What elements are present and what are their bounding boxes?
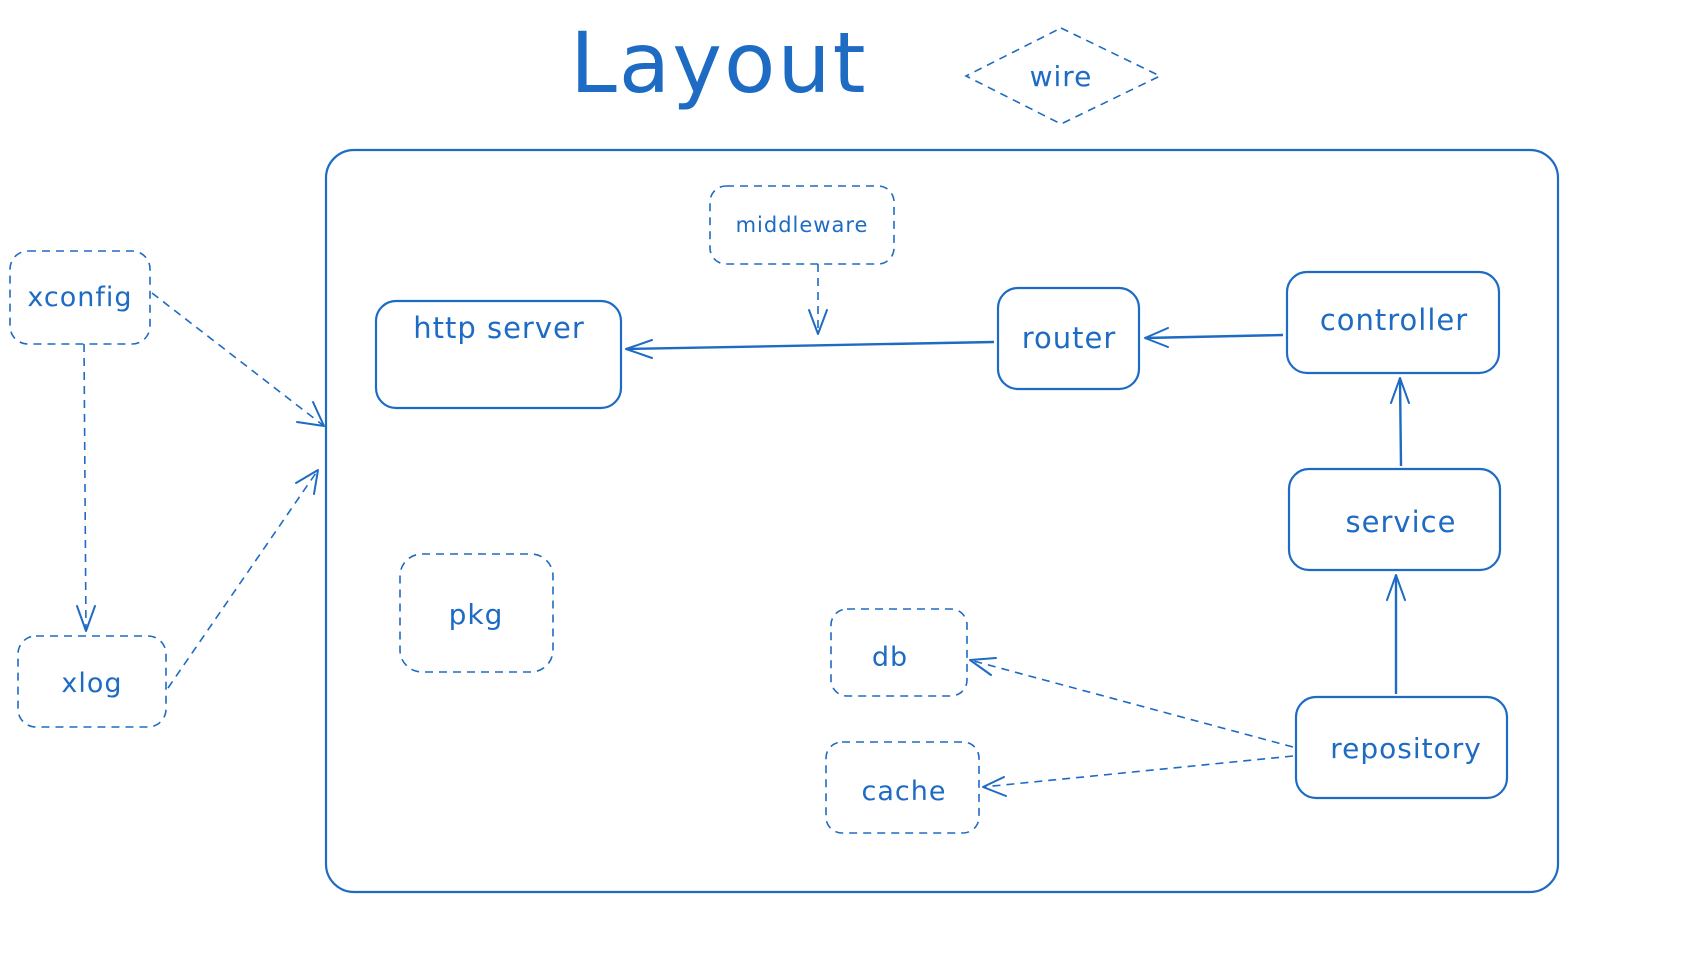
- service-node[interactable]: service: [1287, 467, 1502, 572]
- xlog-node[interactable]: xlog: [17, 635, 167, 728]
- middleware-label: middleware: [736, 213, 869, 237]
- repository-label: repository: [1330, 732, 1482, 765]
- controller-label: controller: [1320, 303, 1468, 337]
- controller-to-router-arrow: [1144, 327, 1284, 348]
- service-box: [1287, 467, 1502, 572]
- repository-box: [1294, 695, 1509, 800]
- wire-diamond-shape: [964, 27, 1162, 125]
- service-label: service: [1346, 505, 1457, 539]
- xconfig-to-xlog-arrow: [76, 343, 96, 632]
- xlog-label: xlog: [61, 668, 122, 699]
- pkg-label: pkg: [449, 598, 504, 631]
- http-server-box: [374, 299, 623, 410]
- router-box: [996, 286, 1141, 391]
- controller-node[interactable]: controller: [1285, 270, 1501, 375]
- http-server-label: http server: [413, 311, 585, 345]
- xlog-box: [17, 635, 167, 728]
- middleware-to-pipeline-arrow: [808, 264, 828, 335]
- xlog-to-container-arrow: [167, 469, 319, 689]
- repository-to-db-arrow: [969, 657, 1294, 748]
- wire-label: wire: [1030, 60, 1093, 93]
- xconfig-node[interactable]: xconfig: [9, 250, 151, 345]
- controller-box: [1285, 270, 1501, 375]
- repository-to-service-arrow: [1386, 574, 1406, 694]
- xconfig-to-container-arrow: [151, 292, 325, 427]
- middleware-node[interactable]: middleware: [709, 185, 895, 265]
- cache-label: cache: [862, 776, 947, 807]
- cache-box: [825, 741, 980, 834]
- router-node[interactable]: router: [996, 286, 1141, 391]
- repository-to-cache-arrow: [982, 755, 1294, 797]
- db-box: [830, 608, 968, 697]
- http-server-node[interactable]: http server: [374, 299, 623, 410]
- wire-node[interactable]: wire: [964, 27, 1162, 125]
- xconfig-label: xconfig: [27, 282, 132, 313]
- router-to-http-server-arrow: [625, 339, 995, 359]
- service-to-controller-arrow: [1390, 377, 1410, 467]
- xconfig-box: [9, 250, 151, 345]
- db-label: db: [872, 642, 908, 673]
- router-label: router: [1022, 321, 1117, 355]
- middleware-box: [709, 185, 895, 265]
- cache-node[interactable]: cache: [825, 741, 980, 834]
- diagram-title: Layout: [570, 14, 868, 112]
- application-container: [324, 148, 1560, 894]
- pkg-node[interactable]: pkg: [399, 553, 554, 673]
- db-node[interactable]: db: [830, 608, 968, 697]
- repository-node[interactable]: repository: [1294, 695, 1509, 800]
